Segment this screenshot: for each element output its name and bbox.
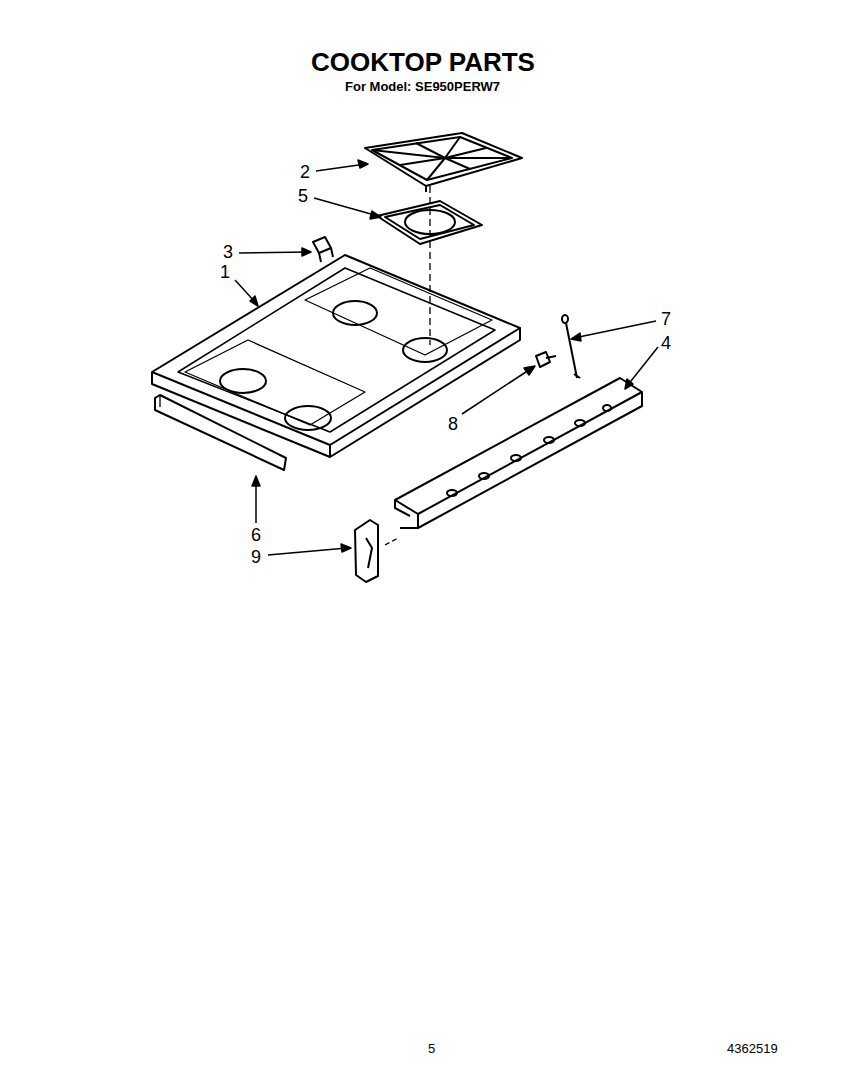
callout-number: 1 [220, 263, 230, 281]
callout-number: 2 [300, 163, 310, 181]
subtitle: For Model: SE950PERW7 [345, 80, 500, 93]
hold-down-clip [313, 237, 333, 262]
page-number: 5 [428, 1042, 435, 1055]
callout-number: 4 [661, 334, 671, 352]
callout-number: 5 [298, 187, 308, 205]
document-number: 4362519 [727, 1042, 778, 1055]
cooktop-frame [152, 255, 520, 457]
orifice-fitting [536, 352, 556, 367]
diagram-title: COOKTOP PARTS [311, 49, 535, 75]
callout-number: 6 [251, 526, 261, 544]
end-bracket [355, 520, 378, 582]
leader-lines [235, 160, 658, 555]
callout-number: 8 [448, 415, 458, 433]
manifold-panel [385, 378, 642, 545]
igniter [562, 315, 580, 378]
callout-number: 7 [661, 310, 671, 328]
center-line [429, 186, 430, 345]
callout-number: 3 [223, 243, 233, 261]
callout-number: 9 [251, 548, 261, 566]
burner-grate [365, 133, 522, 192]
front-trim [155, 395, 286, 470]
